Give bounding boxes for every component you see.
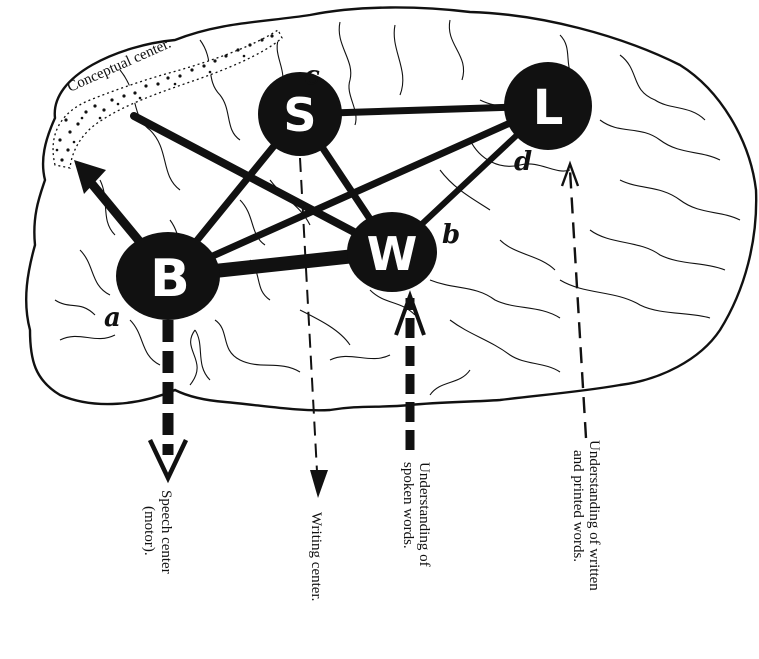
- spoken-words-line2: spoken words.: [400, 462, 416, 549]
- speech-center-line2: (motor).: [141, 506, 157, 556]
- spoken-words-label: Understanding of spoken words.: [400, 462, 432, 567]
- node-w-letter: W: [367, 227, 418, 281]
- tag-c: c: [304, 61, 320, 91]
- brain-outline: [26, 7, 756, 410]
- speech-center-line1: Speech center: [158, 490, 174, 574]
- node-l-letter: L: [533, 80, 564, 136]
- node-s: S: [258, 72, 342, 156]
- node-b-letter: B: [150, 249, 190, 309]
- written-words-line1: Understanding of written: [586, 440, 602, 591]
- node-s-letter: S: [283, 88, 316, 142]
- written-words-line2: and printed words.: [570, 450, 586, 562]
- written-words-label: Understanding of written and printed wor…: [570, 440, 602, 591]
- tag-d: d: [514, 147, 532, 177]
- node-l: L: [504, 62, 592, 150]
- node-w: W: [347, 212, 437, 292]
- tag-a: a: [104, 303, 121, 333]
- speech-center-label: Speech center (motor).: [141, 490, 174, 574]
- node-b: B: [116, 232, 220, 320]
- tag-b: b: [442, 220, 460, 250]
- writing-output-arrowhead: [310, 470, 328, 498]
- writing-center-label: Writing center.: [308, 512, 324, 601]
- spoken-words-line1: Understanding of: [416, 462, 432, 567]
